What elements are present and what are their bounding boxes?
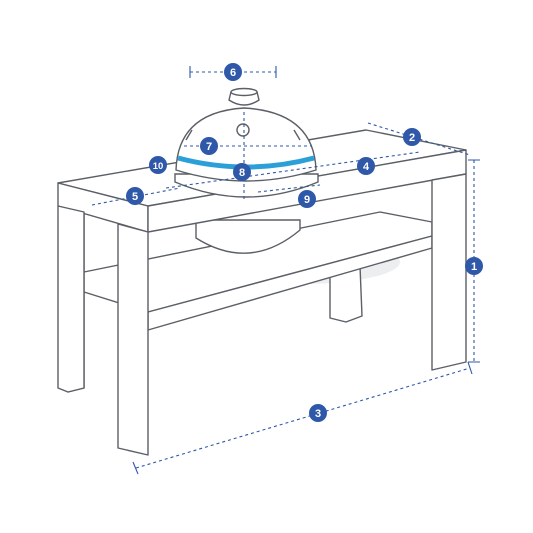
badge-1: 1 <box>465 257 483 275</box>
dimension-lines <box>91 66 480 475</box>
badge-3: 3 <box>309 404 327 422</box>
svg-text:6: 6 <box>230 67 236 79</box>
dimension-badges: 1 2 3 4 5 6 7 8 <box>126 63 483 422</box>
svg-text:7: 7 <box>206 141 212 153</box>
badge-2: 2 <box>403 128 421 146</box>
table-front-legs <box>57 173 467 456</box>
dim-line-collar <box>257 184 321 193</box>
dim-line-length <box>135 367 471 469</box>
svg-text:9: 9 <box>304 194 310 206</box>
badge-4: 4 <box>357 157 375 175</box>
dim-line-top-length <box>165 151 421 189</box>
grill-dome <box>175 87 317 182</box>
grill-collar <box>174 173 319 198</box>
grill-lower-bowl <box>195 219 301 254</box>
svg-text:8: 8 <box>239 167 245 179</box>
svg-text:5: 5 <box>132 191 138 203</box>
badge-5: 5 <box>126 187 144 205</box>
svg-text:4: 4 <box>363 161 370 173</box>
badge-9: 9 <box>298 190 316 208</box>
badge-10: 10 <box>149 156 167 174</box>
svg-text:3: 3 <box>315 408 321 420</box>
svg-text:1: 1 <box>471 261 477 273</box>
svg-text:10: 10 <box>153 161 164 172</box>
badge-7: 7 <box>200 137 218 155</box>
svg-text:2: 2 <box>409 132 415 144</box>
badge-6: 6 <box>224 63 242 81</box>
badge-8: 8 <box>233 163 251 181</box>
